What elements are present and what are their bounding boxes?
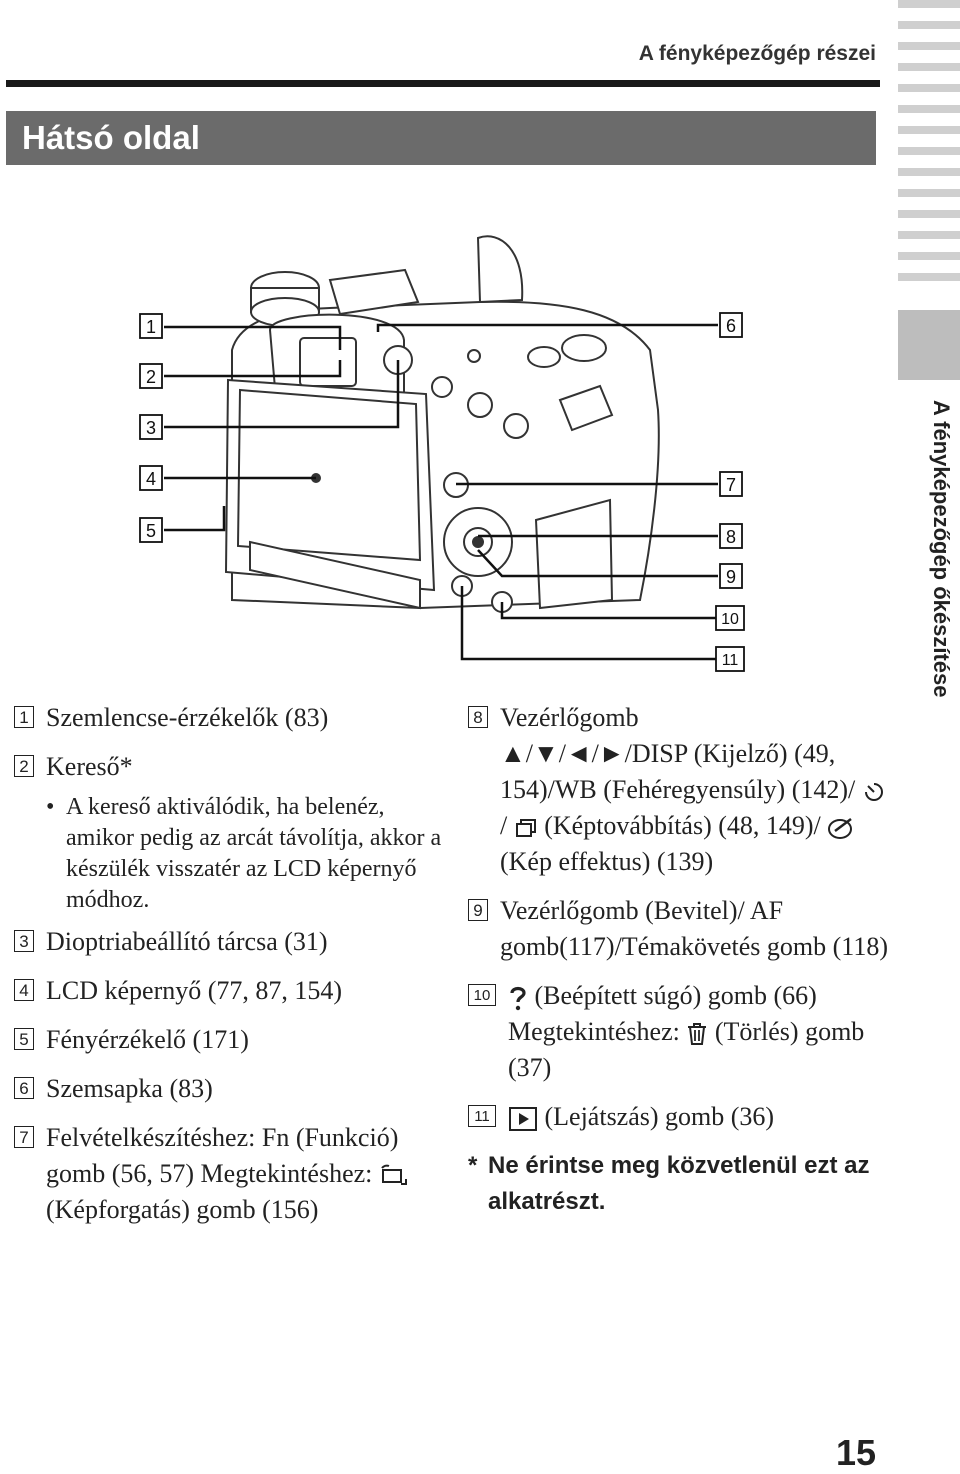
item-text-a: (Beépített súgó) gomb (66) Megtekintéshe… xyxy=(508,981,817,1046)
item-text: (Beépített súgó) gomb (66) Megtekintéshe… xyxy=(508,978,888,1086)
list-item: 3 Dioptriabeállító tárcsa (31) xyxy=(14,924,444,960)
callout-6: 6 xyxy=(726,316,736,336)
section-title: Hátsó oldal xyxy=(22,119,200,156)
list-item: 8 Vezérlőgomb ▲/▼/◄/►/DISP (Kijelző) (49… xyxy=(468,700,888,880)
page-number: 15 xyxy=(835,1432,876,1473)
footnote: * Ne érintse meg közvetlenül ezt az alka… xyxy=(468,1148,888,1220)
item-number: 2 xyxy=(14,755,34,777)
help-question-icon xyxy=(510,986,526,1011)
continuous-shooting-icon xyxy=(515,819,536,838)
item-text-b: (Képforgatás) gomb (156) xyxy=(46,1195,319,1224)
callout-2: 2 xyxy=(146,367,156,387)
list-item: 9 Vezérlőgomb (Bevitel)/ AF gomb(117)/Té… xyxy=(468,893,888,965)
list-item: 5 Fényérzékelő (171) xyxy=(14,1022,444,1058)
item-text: Kereső* xyxy=(46,752,133,781)
arrow-keys-text: ▲/▼/◄/► xyxy=(500,739,625,768)
list-item: 1 Szemlencse-érzékelők (83) xyxy=(14,700,444,736)
side-stripes xyxy=(898,0,960,294)
item-number: 3 xyxy=(14,930,34,952)
item-text: Felvételkészítéshez: Fn (Funkció) gomb (… xyxy=(46,1120,444,1228)
item-number: 8 xyxy=(468,706,488,728)
list-item: 10 (Beépített súgó) gomb (66) Megtekinté… xyxy=(468,978,888,1086)
list-item: 7 Felvételkészítéshez: Fn (Funkció) gomb… xyxy=(14,1120,444,1228)
item-text-b: (Törlés) gomb (37) xyxy=(508,1017,865,1082)
self-timer-icon xyxy=(864,783,883,801)
item-number: 6 xyxy=(14,1077,34,1099)
callout-3: 3 xyxy=(146,418,156,438)
item-number: 4 xyxy=(14,979,34,1001)
item-title: Vezérlőgomb xyxy=(500,703,639,732)
item-number: 11 xyxy=(468,1105,496,1127)
item-number: 1 xyxy=(14,706,34,728)
callout-5: 5 xyxy=(146,521,156,541)
item-text: Szemsapka (83) xyxy=(46,1074,213,1103)
item-text: LCD képernyő (77, 87, 154) xyxy=(46,976,343,1005)
callout-4: 4 xyxy=(146,469,156,489)
section-title-bar: Hátsó oldal xyxy=(6,111,876,165)
list-item: 2 Kereső* xyxy=(14,749,444,785)
bullet-text: A kereső aktiválódik, ha belenéz, amikor… xyxy=(66,794,442,913)
item-text-a: (Lejátszás) gomb (36) xyxy=(544,1102,775,1131)
item-number: 9 xyxy=(468,899,488,921)
callout-7: 7 xyxy=(726,475,736,495)
item-text: Vezérlőgomb (Bevitel)/ AF gomb(117)/Téma… xyxy=(500,896,888,961)
item-text: Fényérzékelő (171) xyxy=(46,1025,249,1054)
header-rule xyxy=(6,80,880,87)
bullet-note: • A kereső aktiválódik, ha belenéz, amik… xyxy=(46,792,444,916)
trash-icon xyxy=(688,1023,707,1046)
callout-10: 10 xyxy=(721,611,739,628)
item-text-b: (Képtovábbítás) (48, 149)/ xyxy=(544,811,821,840)
item-number: 5 xyxy=(14,1028,34,1050)
item-text-c: (Kép effektus) (139) xyxy=(500,847,714,876)
slash-separator: / xyxy=(500,811,508,840)
item-text-a: /DISP (Kijelző) (49, 154)/WB (Fehéregyen… xyxy=(500,739,856,804)
right-column: 8 Vezérlőgomb ▲/▼/◄/►/DISP (Kijelző) (49… xyxy=(468,700,888,1220)
callout-8: 8 xyxy=(726,527,736,547)
item-text-a: Felvételkészítéshez: Fn (Funkció) gomb (… xyxy=(46,1123,399,1188)
left-column: 1 Szemlencse-érzékelők (83) 2 Kereső* • … xyxy=(14,700,444,1241)
callout-9: 9 xyxy=(726,567,736,587)
list-item: 4 LCD képernyő (77, 87, 154) xyxy=(14,973,444,1009)
footnote-star: * xyxy=(468,1152,478,1179)
page-header-title: A fényképezőgép részei xyxy=(638,42,876,65)
playback-icon xyxy=(509,1107,537,1132)
item-text: Szemlencse-érzékelők (83) xyxy=(46,703,329,732)
bullet-dot-icon: • xyxy=(46,794,55,820)
item-text: Dioptriabeállító tárcsa (31) xyxy=(46,927,328,956)
callout-11: 11 xyxy=(722,652,739,669)
side-tab xyxy=(898,310,960,380)
side-chapter-label: A fényképezőgép őkészítése xyxy=(929,400,954,698)
picture-effect-icon xyxy=(828,818,853,840)
rotate-image-icon xyxy=(381,1164,407,1186)
item-number: 7 xyxy=(14,1126,34,1148)
item-number: 10 xyxy=(468,984,496,1006)
camera-back-figure: 1 2 3 4 5 6 7 8 9 10 11 xyxy=(139,235,745,672)
item-text: (Lejátszás) gomb (36) xyxy=(508,1099,888,1135)
callout-1: 1 xyxy=(146,317,156,337)
list-item: 6 Szemsapka (83) xyxy=(14,1071,444,1107)
footnote-text: Ne érintse meg közvetlenül ezt az alkatr… xyxy=(488,1152,870,1215)
item-text: Vezérlőgomb ▲/▼/◄/►/DISP (Kijelző) (49, … xyxy=(500,700,888,880)
list-item: 11 (Lejátszás) gomb (36) xyxy=(468,1099,888,1135)
